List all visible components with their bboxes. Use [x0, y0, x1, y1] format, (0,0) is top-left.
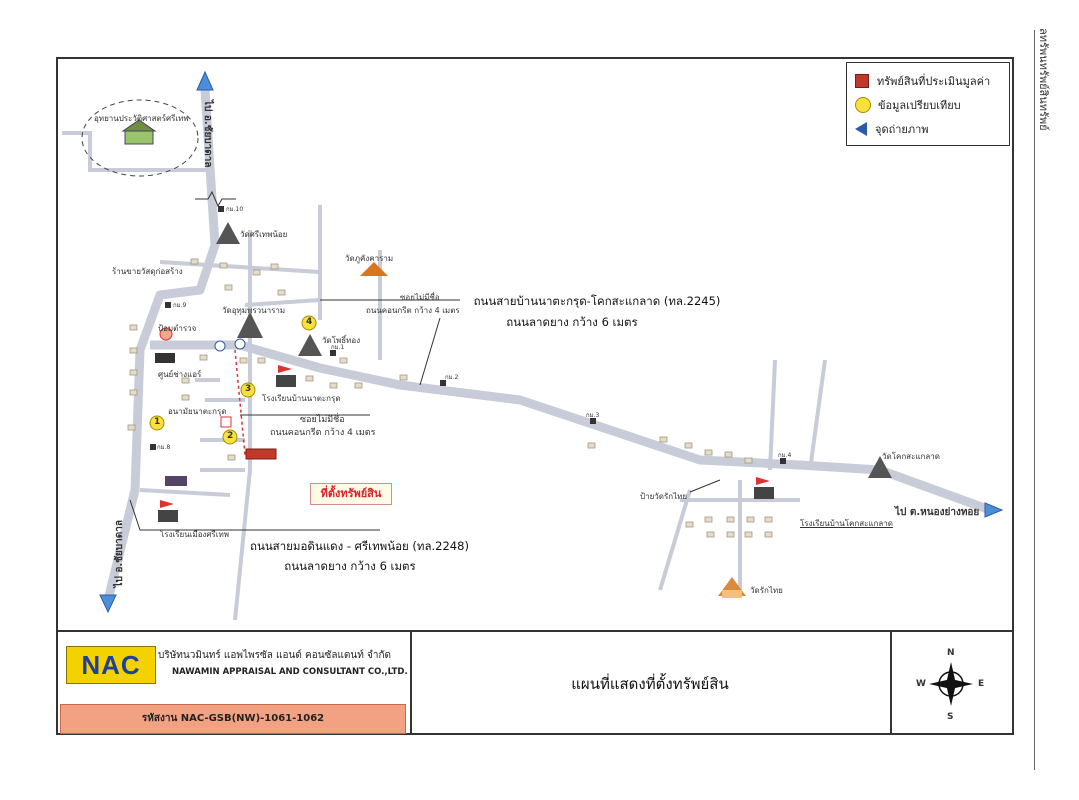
- main-roads: [103, 89, 992, 602]
- direction-arrows: [99, 70, 1004, 614]
- temple6-label: วัดรักไทย: [750, 586, 783, 595]
- park-icon: [121, 119, 157, 145]
- property-swatch-icon: [855, 74, 869, 88]
- compass-cell: N S E W: [890, 632, 1012, 735]
- compass-rose-icon: [929, 662, 973, 706]
- police-label: ป้อมตำรวจ: [158, 324, 197, 333]
- comparison-swatch-icon: [855, 97, 871, 113]
- photo-point-icon: [855, 122, 867, 136]
- main-road-surface: ถนนลาดยาง กว้าง 6 เมตร: [506, 315, 638, 329]
- side-stamp-text: ลทรัพนทรัพย์สินทรัพย์: [1037, 28, 1050, 131]
- minor-roads: [62, 131, 827, 621]
- compass-n: N: [947, 648, 955, 658]
- compass-e: E: [978, 679, 985, 689]
- map-legend: ทรัพย์สินที่ประเมินมูลค่า ข้อมูลเปรียบเท…: [846, 62, 1010, 146]
- photo-point-2: [234, 338, 246, 350]
- soi1-surface: ถนนคอนกรีต กว้าง 4 เมตร: [366, 306, 460, 315]
- house-markers: [127, 258, 773, 538]
- temple5-label: วัดโคกสะแกลาด: [882, 452, 940, 461]
- km4-label: กม.4: [778, 452, 792, 459]
- km1-label: กม.1: [331, 344, 345, 351]
- temple1-label: วัดศรีเทพน้อย: [240, 230, 288, 239]
- km8-label: กม.8: [157, 444, 171, 451]
- south-road-name: ถนนสายมอดินแดง - ศรีเทพน้อย (ทล.2248): [250, 539, 469, 553]
- km2-label: กม.2: [445, 374, 459, 381]
- sign-label: ป้ายวัดรักไทย: [640, 492, 688, 501]
- map-frame: [56, 57, 1014, 735]
- shop-label: ร้านขายวัสดุก่อสร้าง: [112, 267, 183, 276]
- company-cell: NAC บริษัทนวมินทร์ แอพไพรซัล แอนด์ คอนซั…: [56, 632, 412, 735]
- police-icon: [159, 327, 173, 341]
- side-divider: [1034, 30, 1035, 770]
- comparison-label-2: 2: [227, 431, 234, 441]
- health-label: อนามัยนาตะกรุด: [168, 407, 227, 416]
- park-label: อุทยานประวัติศาสตร์ศรีเทพ: [94, 114, 189, 123]
- comparison-label-3: 3: [245, 384, 252, 394]
- health-icon: [220, 416, 232, 428]
- park-boundary: [81, 99, 199, 177]
- east-direction: ไป ต.หนองย่างทอย: [895, 507, 980, 518]
- soi2-surface: ถนนคอนกรีต กว้าง 4 เมตร: [270, 428, 376, 438]
- south-direction: ไป อ.ชัยบาดาล: [114, 520, 125, 588]
- temple-icon-orange: [360, 262, 746, 598]
- legend-comparison: ข้อมูลเปรียบเทียบ: [855, 93, 1001, 117]
- south-road-surface: ถนนลาดยาง กว้าง 6 เมตร: [284, 559, 416, 573]
- map-title: แผนที่แสดงที่ตั้งทรัพย์สิน: [571, 674, 729, 693]
- callout-lines: [129, 299, 721, 531]
- store-label: ศูนย์ช่างแอร์: [158, 370, 202, 379]
- office-icon: [165, 476, 187, 486]
- compass-s: S: [947, 712, 954, 722]
- school3-label: โรงเรียนเมืองศรีเทพ: [160, 530, 230, 539]
- school1-label: โรงเรียนบ้านนาตะกรุด: [262, 394, 341, 403]
- property-marker: [245, 448, 277, 460]
- school-icons: [158, 365, 774, 522]
- legend-photo: จุดถ่ายภาพ: [855, 117, 1001, 141]
- company-name-th: บริษัทนวมินทร์ แอพไพรซัล แอนด์ คอนซัลแตน…: [158, 650, 392, 661]
- comparison-markers: [149, 315, 317, 445]
- title-block: NAC บริษัทนวมินทร์ แอพไพรซัล แอนด์ คอนซั…: [56, 630, 1014, 737]
- soi2-name: ซอยไม่มีชื่อ: [300, 415, 345, 425]
- school2-label: โรงเรียนบ้านโคกสะแกลาด: [800, 519, 893, 528]
- job-code: รหัสงาน NAC-GSB(NW)-1061-1062: [60, 704, 406, 734]
- compass-w: W: [916, 679, 926, 689]
- site-location-label: ที่ตั้งทรัพย์สิน: [310, 483, 392, 505]
- temple2-label: วัดภูคังคาราม: [345, 254, 394, 263]
- comparison-label-1: 1: [154, 417, 161, 427]
- temple-icons: [216, 222, 892, 478]
- company-name-en: NAWAMIN APPRAISAL AND CONSULTANT CO.,LTD…: [172, 667, 408, 677]
- km-markers: [150, 206, 786, 464]
- store-icon: [155, 353, 175, 363]
- temple4-label: วัดโพธิ์ทอง: [322, 336, 361, 345]
- legend-property: ทรัพย์สินที่ประเมินมูลค่า: [855, 69, 1001, 93]
- north-direction: ไป อ.ชัยบาดาล: [202, 100, 213, 168]
- km3-label: กม.3: [586, 412, 600, 419]
- comparison-label-4: 4: [306, 317, 313, 327]
- km9-label: กม.9: [173, 302, 187, 309]
- soi1-name: ซอยไม่มีชื่อ: [400, 293, 440, 302]
- temple3-label: วัดอุทุมพรวนาราม: [222, 306, 286, 315]
- main-road-name: ถนนสายบ้านนาตะกรุด-โคกสะแกลาด (ทล.2245): [473, 294, 721, 308]
- road-break-symbol: [195, 190, 236, 208]
- nac-logo: NAC: [66, 646, 156, 684]
- photo-point-1: [214, 340, 226, 352]
- km10-label: กม.10: [226, 206, 244, 213]
- title-cell: แผนที่แสดงที่ตั้งทรัพย์สิน: [410, 632, 892, 735]
